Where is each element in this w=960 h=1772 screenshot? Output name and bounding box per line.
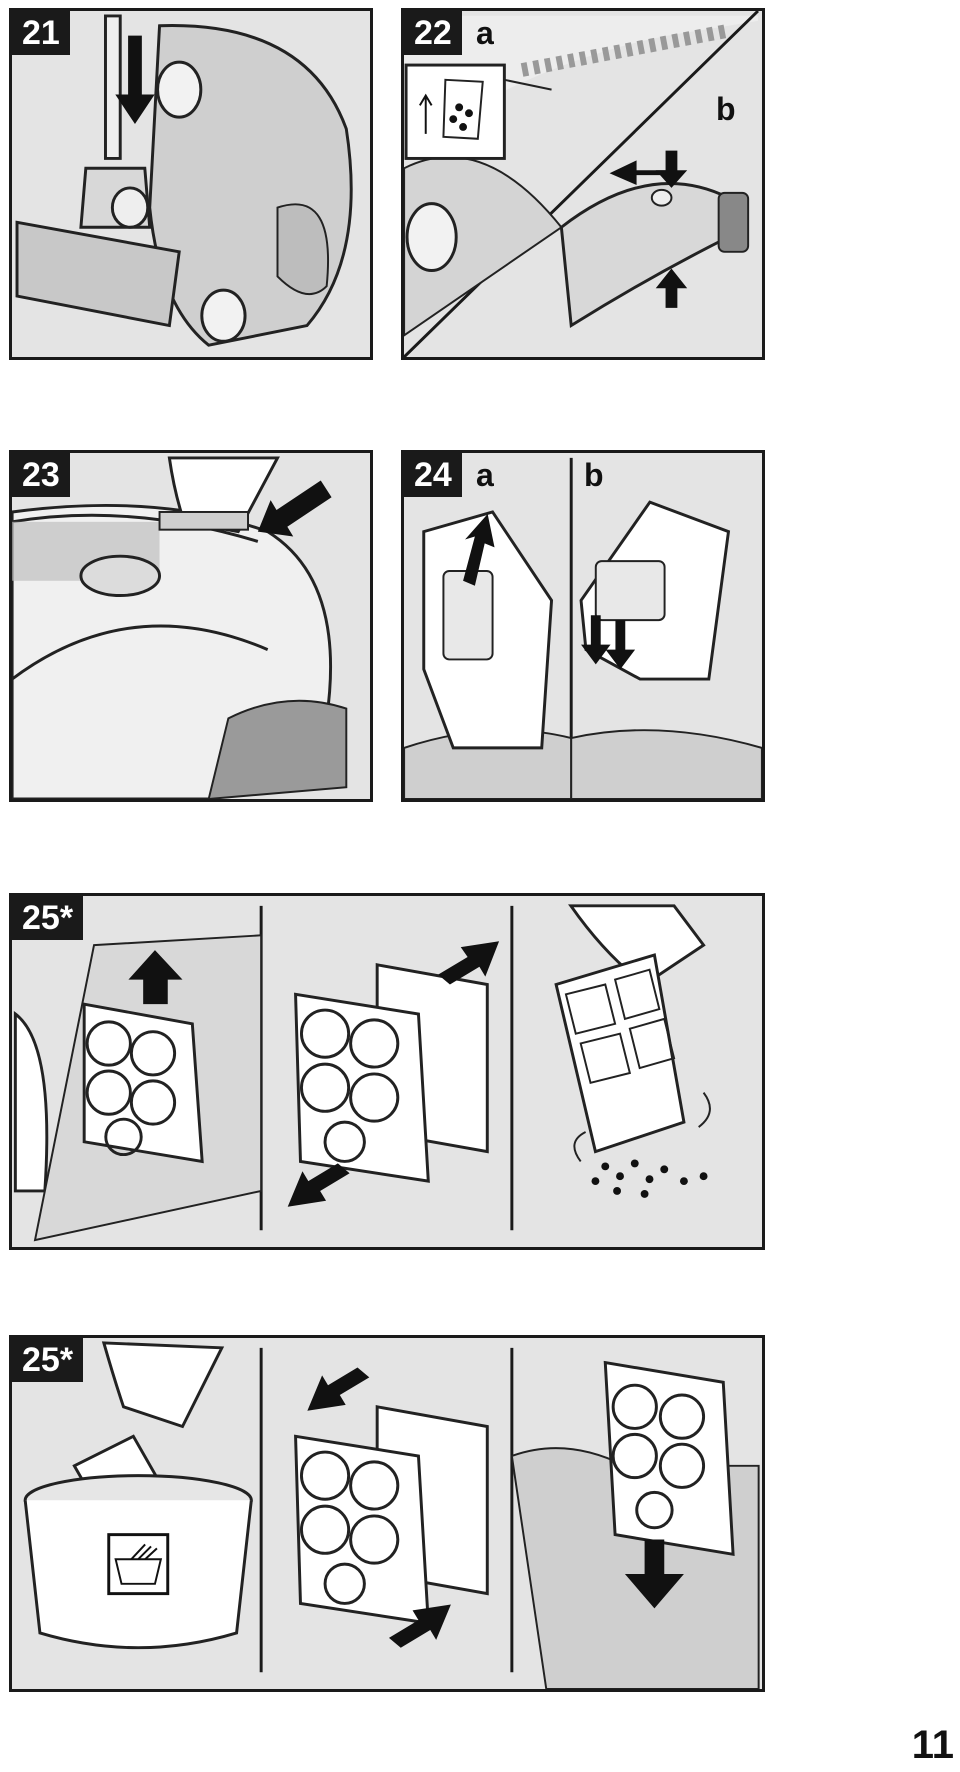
diagonal-arrow-icon — [257, 480, 332, 537]
vacuum-body-icon — [148, 24, 353, 347]
dust-bag-icon — [422, 500, 731, 750]
substep-label-b: b — [584, 457, 604, 493]
step-number: 22 — [404, 11, 462, 55]
filter-lift-icon — [13, 934, 263, 1242]
step-25-clean-illustration — [23, 1341, 760, 1689]
step-25-clean-panel: 25* — [9, 1335, 765, 1692]
step-25-remove-illustration — [13, 904, 711, 1242]
page-number: 11 — [911, 1723, 954, 1767]
filter-shake-icon — [554, 904, 711, 1163]
step-number: 25* — [12, 896, 84, 940]
substep-label-a: a — [476, 15, 494, 51]
down-arrow-icon — [655, 150, 688, 188]
step-23-panel: 23 — [9, 450, 373, 802]
bucket-wash-icon — [23, 1341, 253, 1650]
dust-particles-icon — [591, 1159, 708, 1198]
step-21-panel: 21 — [9, 8, 373, 360]
down-arrow-icon — [624, 1539, 684, 1609]
up-arrow-icon — [463, 513, 495, 586]
filter-bag-inset-icon — [404, 63, 552, 160]
step-number: 23 — [12, 453, 70, 497]
step-23-illustration — [12, 456, 348, 799]
up-arrow-icon — [655, 268, 688, 308]
filter-separate-icon — [287, 941, 500, 1207]
step-22-panel: 22 a b — [401, 8, 765, 360]
filter-insert-icon — [510, 1360, 760, 1689]
hose-socket-icon — [559, 181, 750, 329]
substep-label-b: b — [716, 91, 736, 127]
step-25-remove-panel: 25* — [9, 893, 765, 1250]
up-arrow-icon — [128, 950, 183, 1005]
floor-nozzle-icon — [15, 14, 181, 328]
step-21-illustration — [15, 14, 353, 347]
step-number: 21 — [12, 11, 70, 55]
lid-release-icon — [158, 510, 249, 531]
step-24-panel: 24 a b — [401, 450, 765, 802]
hand-wash-symbol-icon — [107, 1533, 170, 1596]
substep-label-a: a — [476, 457, 494, 493]
filter-assemble-icon — [294, 1367, 489, 1648]
down-arrow-icon — [115, 35, 155, 125]
down-arrow-icon — [581, 615, 636, 670]
step-number: 25* — [12, 1338, 84, 1382]
step-24-illustration — [404, 457, 762, 799]
left-arrow-icon — [609, 160, 670, 185]
step-number: 24 — [404, 453, 462, 497]
step-22-illustration — [404, 11, 759, 357]
